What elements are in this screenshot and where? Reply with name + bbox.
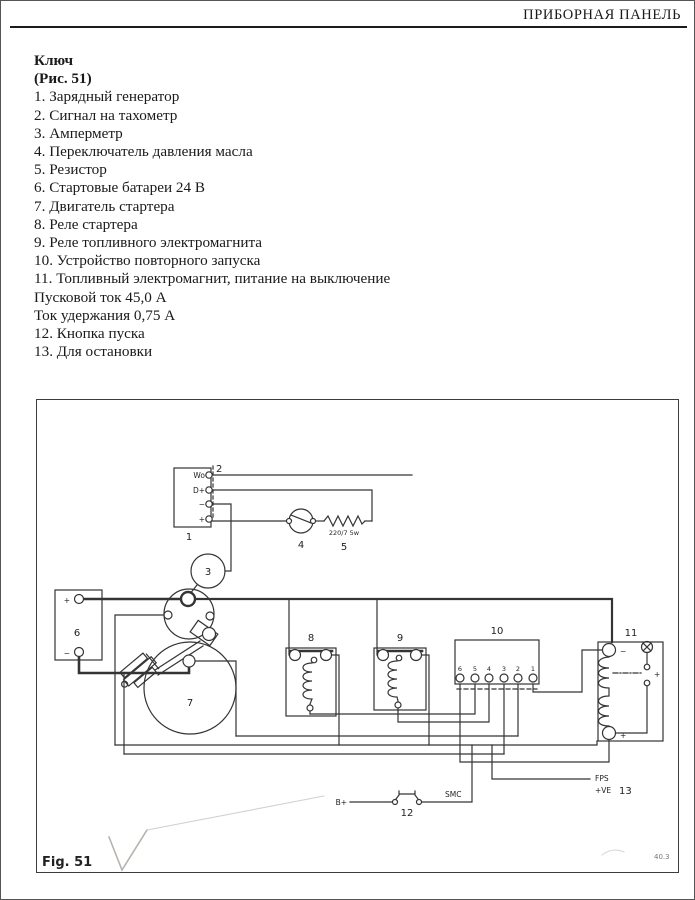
starter-relay-number: 8 bbox=[308, 633, 314, 644]
tach-signal-number: 2 bbox=[216, 464, 222, 475]
key-item: 9. Реле топливного электромагнита bbox=[34, 234, 263, 252]
key-item: 13. Для остановки bbox=[34, 343, 153, 361]
page-header: ПРИБОРНАЯ ПАНЕЛЬ bbox=[523, 7, 681, 23]
starter-number: 7 bbox=[187, 698, 193, 709]
key-item: 2. Сигнал на тахометр bbox=[34, 106, 178, 124]
battery-plus-label: + bbox=[64, 596, 70, 605]
oil-pressure-switch: 4 bbox=[285, 508, 317, 551]
key-item: Пусковой ток 45,0 А bbox=[34, 288, 167, 306]
ammeter: 3 bbox=[190, 553, 226, 589]
solenoid-plus-label: + bbox=[620, 731, 626, 740]
key-item: 3. Амперметр bbox=[34, 124, 123, 142]
key-item: 8. Реле стартера bbox=[34, 215, 138, 233]
wiring-diagram: Wo D+ − + 2 1 3 4 bbox=[42, 464, 670, 872]
oil-switch-number: 4 bbox=[298, 540, 304, 551]
b-plus-label: B+ bbox=[336, 798, 347, 807]
stop-number: 13 bbox=[619, 786, 632, 797]
key-subtitle: (Рис. 51) bbox=[34, 70, 92, 88]
solenoid-minus-label: − bbox=[620, 647, 626, 656]
start-button-number: 12 bbox=[401, 808, 414, 819]
fuel-solenoid-relay: 9 bbox=[373, 633, 427, 712]
terminal-minus-label: − bbox=[199, 500, 205, 509]
key-item: 11. Топливный электромагнит, питание на … bbox=[34, 270, 391, 288]
pin-label: 6 bbox=[458, 665, 462, 673]
key-item: 10. Устройство повторного запуска bbox=[34, 252, 261, 270]
restart-device-number: 10 bbox=[491, 626, 504, 637]
restart-device: 10 6 5 4 3 2 1 bbox=[454, 626, 540, 690]
key-list: Ключ (Рис. 51) 1. Зарядный генератор 2. … bbox=[34, 52, 594, 361]
key-item: 1. Зарядный генератор bbox=[34, 88, 180, 106]
pin-label: 2 bbox=[516, 665, 520, 673]
key-title: Ключ bbox=[34, 52, 74, 69]
wiring bbox=[77, 474, 614, 780]
pencil-check-mark bbox=[107, 795, 625, 872]
starter-relay: 8 bbox=[285, 633, 337, 717]
key-item: 4. Переключатель давления масла bbox=[34, 143, 253, 161]
battery-number: 6 bbox=[74, 628, 80, 639]
pin-label: 1 bbox=[531, 665, 535, 673]
pin-label: 5 bbox=[473, 665, 477, 673]
figure-51-frame: Wo D+ − + 2 1 3 4 bbox=[36, 399, 679, 873]
fuel-solenoid: 11 − + + bbox=[597, 628, 664, 742]
key-item: 6. Стартовые батареи 24 В bbox=[34, 179, 206, 197]
pin-label: 4 bbox=[487, 665, 491, 673]
fps-label: FPS bbox=[595, 774, 609, 783]
key-item: 5. Резистор bbox=[34, 161, 107, 179]
solenoid-contact-plus-label: + bbox=[654, 670, 660, 679]
terminal-wo-label: Wo bbox=[193, 471, 205, 480]
fuel-solenoid-number: 11 bbox=[625, 628, 638, 639]
ve-label: +VE bbox=[595, 786, 611, 795]
charging-generator: Wo D+ − + 2 1 bbox=[173, 464, 222, 543]
starter-batteries: + − 6 bbox=[54, 589, 103, 661]
fps-lead: FPS +VE 13 bbox=[595, 774, 632, 797]
resistor-number: 5 bbox=[341, 542, 347, 553]
figure-caption: Fig. 51 bbox=[42, 855, 92, 870]
generator-number: 1 bbox=[186, 532, 192, 543]
terminal-plus-label: + bbox=[199, 515, 205, 524]
key-item: 12. Кнопка пуска bbox=[34, 325, 145, 343]
smc-label: SMC bbox=[445, 790, 461, 799]
resistor: 220/7 5w 5 bbox=[323, 514, 366, 553]
terminal-dplus-label: D+ bbox=[193, 486, 205, 495]
fuel-relay-number: 9 bbox=[397, 633, 403, 644]
ammeter-number: 3 bbox=[205, 567, 211, 578]
key-item: Ток удержания 0,75 А bbox=[34, 306, 176, 324]
page-ref: 40.3 bbox=[654, 853, 670, 861]
header-rule bbox=[10, 26, 687, 28]
starter-motor: 7 bbox=[119, 588, 237, 735]
pin-label: 3 bbox=[502, 665, 506, 673]
resistor-rating-label: 220/7 5w bbox=[329, 529, 360, 537]
battery-minus-label: − bbox=[64, 649, 70, 658]
start-button: B+ 12 SMC bbox=[336, 744, 473, 819]
key-item: 7. Двигатель стартера bbox=[34, 197, 175, 215]
